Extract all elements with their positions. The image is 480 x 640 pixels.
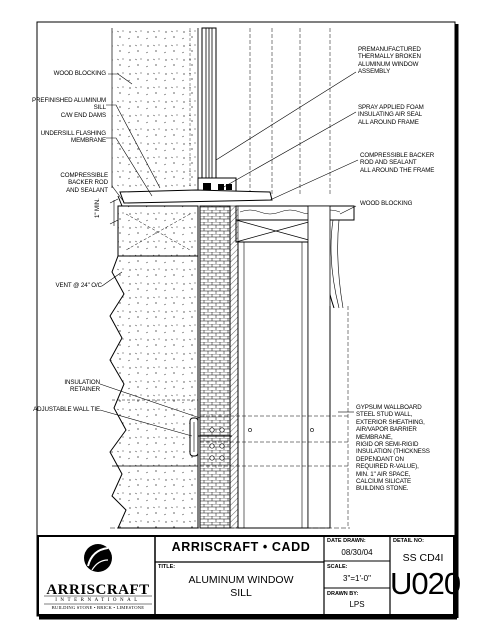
logo-international: INTERNATIONAL: [55, 598, 141, 603]
label-compressible-right: COMPRESSIBLE BACKER ROD AND SEALANT ALL …: [360, 152, 435, 174]
date-label: DATE DRAWN:: [327, 538, 366, 544]
logo-wordmark: ARRISCRAFT: [46, 582, 150, 598]
title-block-grid: [44, 535, 391, 616]
detail-number: SS CD4I: [402, 552, 444, 564]
lower-stone-wall: [109, 255, 199, 529]
drawing-title: ALUMINUM WINDOW SILL: [188, 574, 294, 599]
label-insulation-retainer: INSULATION RETAINER: [64, 379, 100, 394]
leader-lines: [99, 71, 359, 437]
label-compressible-left: COMPRESSIBLE BACKER ROD AND SEALANT: [60, 172, 108, 194]
adjustable-wall-tie: [189, 417, 232, 457]
label-spray-foam: SPRAY APPLIED FOAM INSULATING AIR SEAL A…: [358, 104, 424, 126]
upper-stone-wall: [111, 28, 199, 190]
label-one-inch-min: 1" MIN.: [94, 198, 101, 218]
label-wood-blocking-right: WOOD BLOCKING: [360, 200, 413, 207]
drawn-by-value: LPS: [349, 600, 365, 609]
masonry-backup: [199, 205, 231, 529]
label-undersill-flashing: UNDERSILL FLASHING MEMBRANE: [40, 130, 106, 145]
wood-blocking-box: [235, 219, 317, 243]
label-wall-assembly: GYPSUM WALLBOARD STEEL STUD WALL, EXTERI…: [356, 404, 430, 493]
date-value: 08/30/04: [341, 548, 373, 557]
interior-wall-top: [249, 28, 331, 196]
title-label: TITLE:: [158, 564, 176, 570]
label-adjustable-wall-tie: ADJUSTABLE WALL TIE: [33, 406, 100, 413]
label-premanufactured-window: PREMANUFACTURED THERMALLY BROKEN ALUMINU…: [358, 46, 421, 76]
tie-level-bands: [200, 415, 348, 467]
scale-value: 3"=1'-0": [343, 574, 371, 583]
company-name: ARRISCRAFT • CADD: [171, 540, 311, 554]
scale-label: SCALE:: [327, 564, 348, 570]
aluminum-sill: [119, 189, 273, 204]
drawing-number: U020: [390, 566, 461, 601]
title-block: [37, 535, 455, 616]
label-vent: VENT @ 24" O/C: [55, 282, 102, 289]
window-frame: [197, 27, 237, 195]
rigid-insulation: [229, 205, 239, 529]
drawn-by-label: DRAWN BY:: [327, 591, 359, 597]
arriscraft-logo-mark: [84, 544, 112, 572]
min-dimension: [109, 198, 119, 226]
logo-tagline: BUILDING STONE • BRICK • LIMESTONE: [51, 605, 145, 610]
label-wood-blocking-top: WOOD BLOCKING: [53, 70, 106, 77]
detail-number-label: DETAIL No:: [393, 538, 424, 544]
stone-sill-block: [117, 205, 199, 257]
label-prefinished-sill: PREFINISHED ALUMINUM SILL C/W END DAMS: [32, 97, 106, 119]
steel-stud-wall: [237, 205, 349, 529]
sheet-border: [36, 21, 456, 617]
